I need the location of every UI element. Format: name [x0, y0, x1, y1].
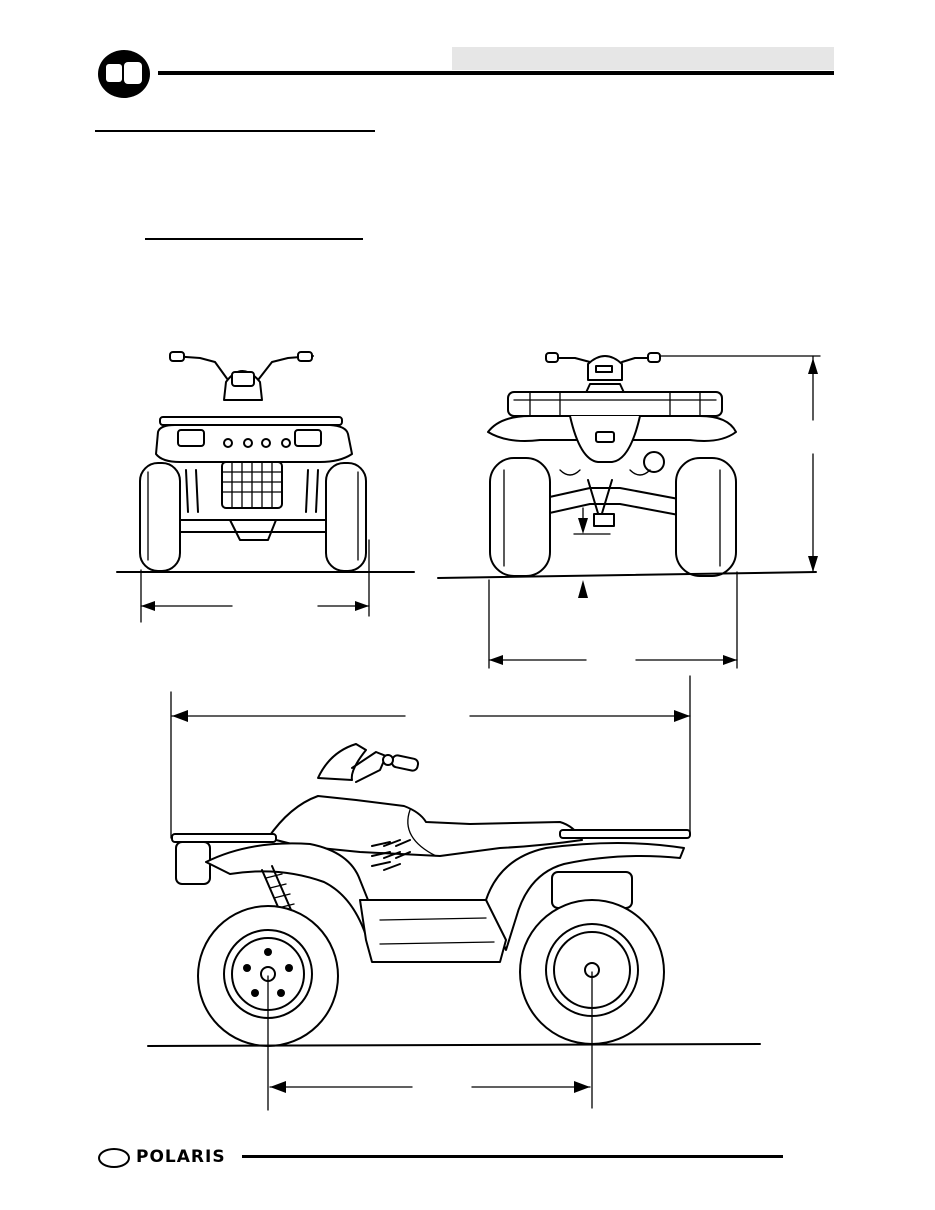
header-rule — [158, 71, 834, 75]
polaris-logo: POLARIS — [96, 1146, 238, 1172]
side-view-drawing — [147, 675, 761, 1111]
polaris-logo-text: POLARIS — [136, 1147, 226, 1167]
section-heading-underline — [95, 130, 375, 132]
front-view-drawing — [116, 351, 415, 623]
header-title-band — [452, 47, 834, 70]
polaris-star-icon — [98, 1148, 130, 1168]
rear-view-drawing — [437, 352, 821, 669]
subsection-heading-underline — [145, 238, 363, 240]
engine-chapter-icon — [98, 50, 150, 98]
footer-rule — [242, 1155, 783, 1158]
